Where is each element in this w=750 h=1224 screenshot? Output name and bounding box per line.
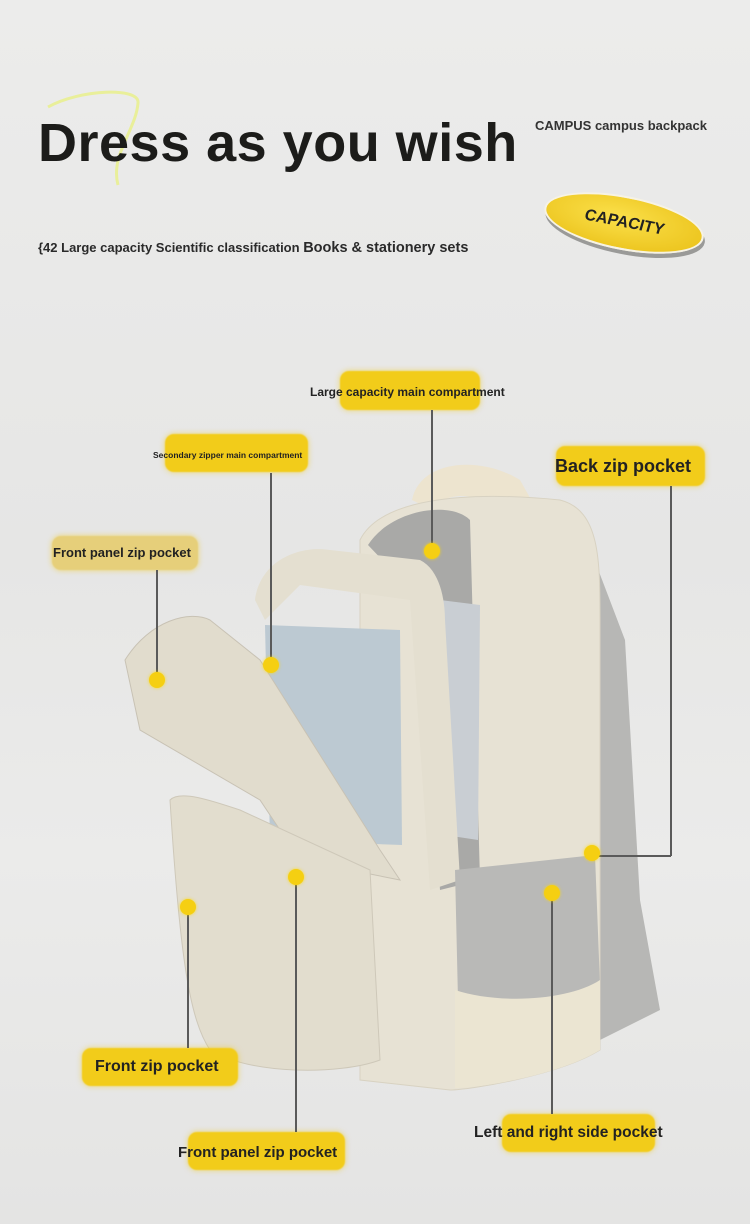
callout-front-zip: Front zip pocket [95,1058,219,1075]
callout-highlight [340,371,480,410]
callout-line [187,907,189,1048]
callout-highlight [52,536,198,570]
subtitle-part-2: Books & stationery sets [303,240,469,256]
callout-front-panel-top: Front panel zip pocket [53,545,191,560]
brand-caption: CAMPUS campus backpack [535,118,707,133]
callout-secondary-compartment: Secondary zipper main compartment [153,450,303,460]
callout-dot [149,672,165,688]
callout-back-pocket: Back zip pocket [555,456,692,476]
callout-main-compartment: Large capacity main compartment [310,385,505,399]
callout-highlight [556,446,705,486]
callout-highlight [502,1114,655,1152]
callout-line [270,473,272,665]
callout-highlight [82,1048,238,1086]
callout-line [295,877,297,1132]
callout-line [592,855,671,857]
callout-front-panel-bottom: Front panel zip pocket [178,1144,338,1161]
callout-dot [263,657,279,673]
callout-dot [544,885,560,901]
callout-highlight [165,434,308,472]
callout-side-pocket: Left and right side pocket [474,1124,663,1141]
callout-line [431,410,433,550]
callout-line [551,893,553,1114]
callout-dot [288,869,304,885]
subtitle: {42 Large capacity Scientific classifica… [38,240,468,256]
callout-highlight [188,1132,345,1170]
subtitle-part-1: {42 Large capacity Scientific classifica… [38,240,300,255]
callout-dot [424,543,440,559]
callout-dot [584,845,600,861]
page-title: Dress as you wish [38,113,518,173]
callout-line [156,570,158,680]
scribble-decoration [47,90,140,186]
callout-line [670,486,672,856]
callout-dot [180,899,196,915]
